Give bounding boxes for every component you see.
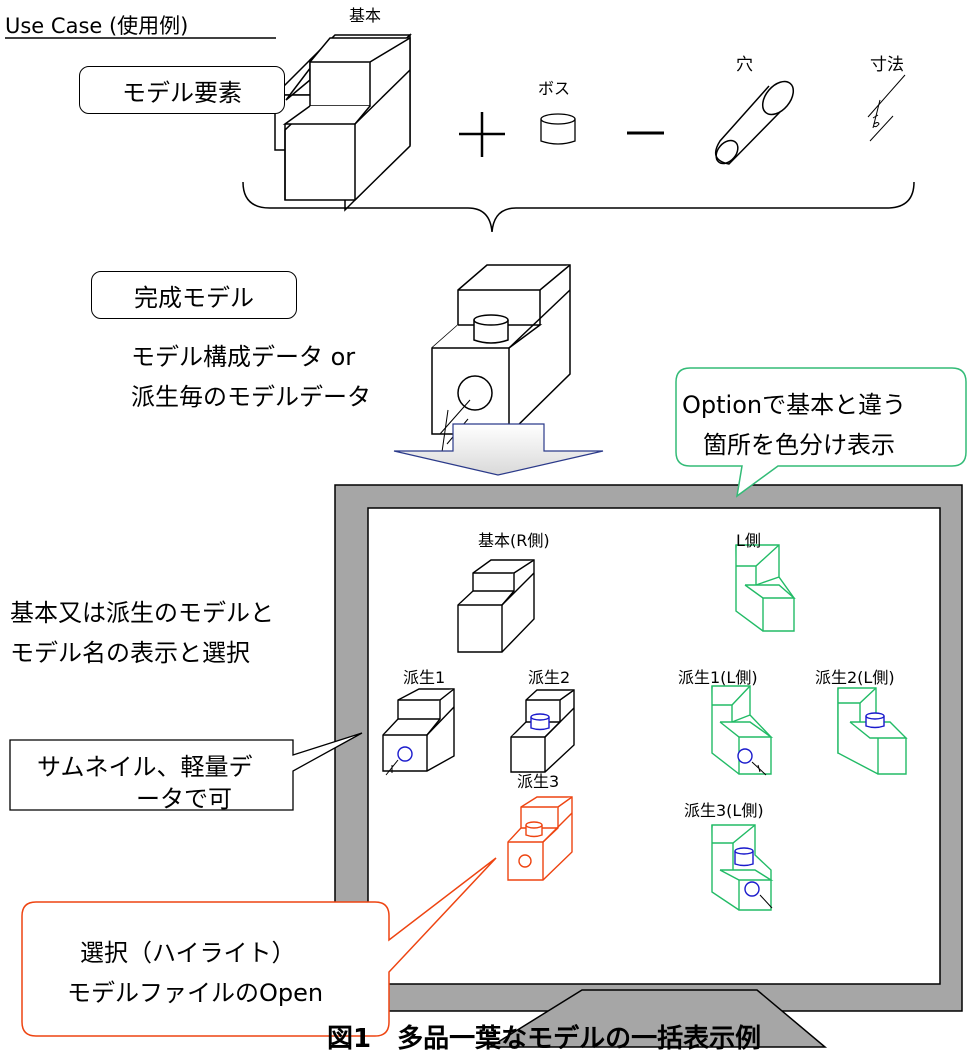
highlight-callout-bubble — [21, 857, 497, 1037]
display-side-line1: 基本又は派生のモデルと — [10, 599, 274, 627]
display-side-line2: モデル名の表示と選択 — [10, 639, 250, 667]
thumbnail-callout-line2: ータで可 — [136, 785, 232, 813]
completed-model-3d — [431, 264, 571, 435]
thumbnail-callout-bubble — [9, 732, 363, 811]
option-callout-bubble — [675, 367, 967, 498]
highlight-callout-line2: モデルファイルのOpen — [67, 979, 324, 1007]
thumb-basic-r — [457, 559, 535, 653]
thumb-derivative-3-l — [711, 824, 774, 911]
thumb-label-derivative-1-l: 派生1(L側) — [678, 668, 758, 687]
model-elements-box: モデル要素 — [79, 66, 285, 114]
thumb-derivative-2-l — [837, 687, 908, 775]
thumb-label-derivative-3: 派生3 — [517, 772, 560, 791]
hole-cylinder-icon — [714, 80, 795, 165]
thumb-label-derivative-2-l: 派生2(L側) — [815, 668, 895, 687]
model-data-line1: モデル構成データ or — [131, 343, 356, 371]
option-callout-line1: Optionで基本と違う — [682, 391, 907, 419]
basic-block-detail — [282, 37, 411, 201]
thumb-label-l-side: L側 — [736, 531, 761, 550]
thumb-derivative-1-l — [711, 685, 774, 776]
dimension-icon — [867, 74, 906, 142]
plus-sign — [459, 112, 505, 157]
thumb-label-derivative-1: 派生1 — [403, 668, 446, 687]
completed-model-box: 完成モデル — [91, 271, 297, 319]
thumb-label-derivative-2: 派生2 — [528, 668, 571, 687]
label-hole: 穴 — [736, 55, 753, 75]
label-basic: 基本 — [349, 6, 382, 25]
down-arrow — [393, 423, 604, 476]
label-boss: ボス — [538, 79, 571, 98]
highlight-callout-line1: 選択（ハイライト） — [80, 939, 296, 967]
figure-caption: 図1 多品一葉なモデルの一括表示例 — [327, 1024, 762, 1054]
thumb-derivative-1 — [382, 688, 455, 776]
label-dimension: 寸法 — [870, 55, 904, 75]
model-data-line2: 派生毎のモデルデータ — [131, 383, 371, 411]
thumb-derivative-3-highlight — [507, 796, 573, 881]
thumb-l-side — [735, 544, 796, 632]
thumbnail-callout-line1: サムネイル、軽量デ — [37, 753, 253, 781]
grouping-brace — [242, 181, 915, 233]
thumb-derivative-2 — [510, 689, 575, 773]
thumb-label-derivative-3-l: 派生3(L側) — [684, 801, 764, 820]
thumb-label-basic-r: 基本(R側) — [478, 531, 550, 550]
option-callout-line2: 箇所を色分け表示 — [703, 431, 895, 459]
use-case-heading: Use Case (使用例) — [5, 14, 189, 38]
boss-cylinder-icon — [540, 113, 576, 145]
